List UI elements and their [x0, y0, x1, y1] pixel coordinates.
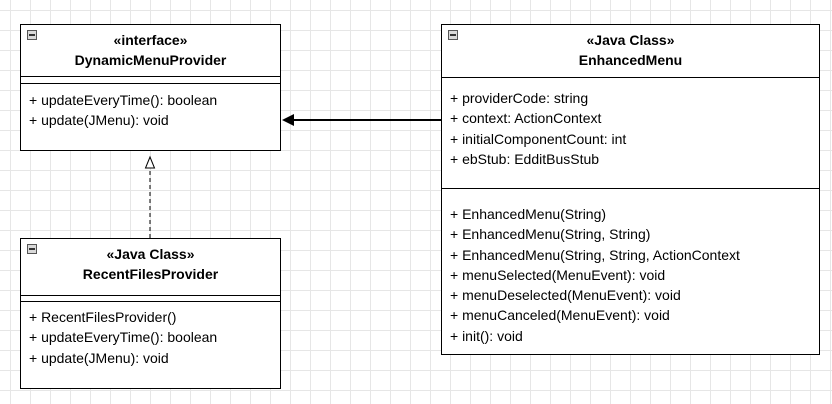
divider: [442, 77, 819, 78]
operation: + menuDeselected(MenuEvent): void: [450, 287, 681, 304]
operations-section: + RecentFilesProvider() + updateEveryTim…: [21, 302, 280, 368]
operation: + update(JMenu): void: [29, 112, 169, 129]
operation: + updateEveryTime(): boolean: [29, 329, 218, 346]
class-name: EnhancedMenu: [578, 52, 683, 68]
operation: + menuCanceled(MenuEvent): void: [450, 307, 670, 324]
operations-section: + EnhancedMenu(String) + EnhancedMenu(St…: [442, 189, 819, 346]
class-box-dynamic-menu-provider[interactable]: «interface» DynamicMenuProvider + update…: [20, 24, 281, 151]
operation: + init(): void: [450, 327, 523, 344]
attribute: + providerCode: string: [450, 90, 589, 106]
stereotype: «Java Class»: [106, 246, 195, 262]
operation: + menuSelected(MenuEvent): void: [450, 266, 666, 283]
class-box-enhanced-menu[interactable]: «Java Class» EnhancedMenu + providerCode…: [441, 24, 820, 355]
hollow-triangle-arrowhead: [144, 155, 156, 169]
class-header: «Java Class» EnhancedMenu: [442, 25, 819, 77]
operation: + EnhancedMenu(String, String): [450, 226, 651, 243]
attribute: + ebStub: EdditBusStub: [450, 150, 600, 167]
divider: [21, 295, 280, 296]
operation: + EnhancedMenu(String, String, ActionCon…: [450, 246, 740, 263]
divider: [442, 188, 819, 189]
operation: + RecentFilesProvider(): [29, 309, 177, 325]
operation: + updateEveryTime(): boolean: [29, 92, 218, 108]
realization-edge[interactable]: [144, 155, 156, 238]
class-name: DynamicMenuProvider: [74, 52, 227, 68]
stereotype: «Java Class»: [586, 32, 675, 48]
divider: [21, 83, 280, 84]
filled-arrowhead: [282, 114, 294, 126]
attribute: + context: ActionContext: [450, 110, 602, 127]
class-name: RecentFilesProvider: [82, 266, 219, 282]
attributes-section: + providerCode: string + context: Action…: [442, 78, 819, 188]
class-header: «Java Class» RecentFilesProvider: [21, 239, 280, 295]
operation: + update(JMenu): void: [29, 349, 169, 366]
collapse-icon[interactable]: [448, 30, 458, 40]
class-header: «interface» DynamicMenuProvider: [21, 25, 280, 76]
divider: [21, 301, 280, 302]
stereotype: «interface»: [113, 32, 188, 48]
divider: [21, 76, 280, 77]
collapse-icon[interactable]: [27, 30, 37, 40]
association-edge[interactable]: [282, 114, 441, 126]
collapse-icon[interactable]: [27, 244, 37, 254]
class-box-recent-files-provider[interactable]: «Java Class» RecentFilesProvider + Recen…: [20, 238, 281, 389]
attribute: + initialComponentCount: int: [450, 130, 627, 147]
operation: + EnhancedMenu(String): [450, 206, 607, 222]
operations-section: + updateEveryTime(): boolean + update(JM…: [21, 84, 280, 131]
